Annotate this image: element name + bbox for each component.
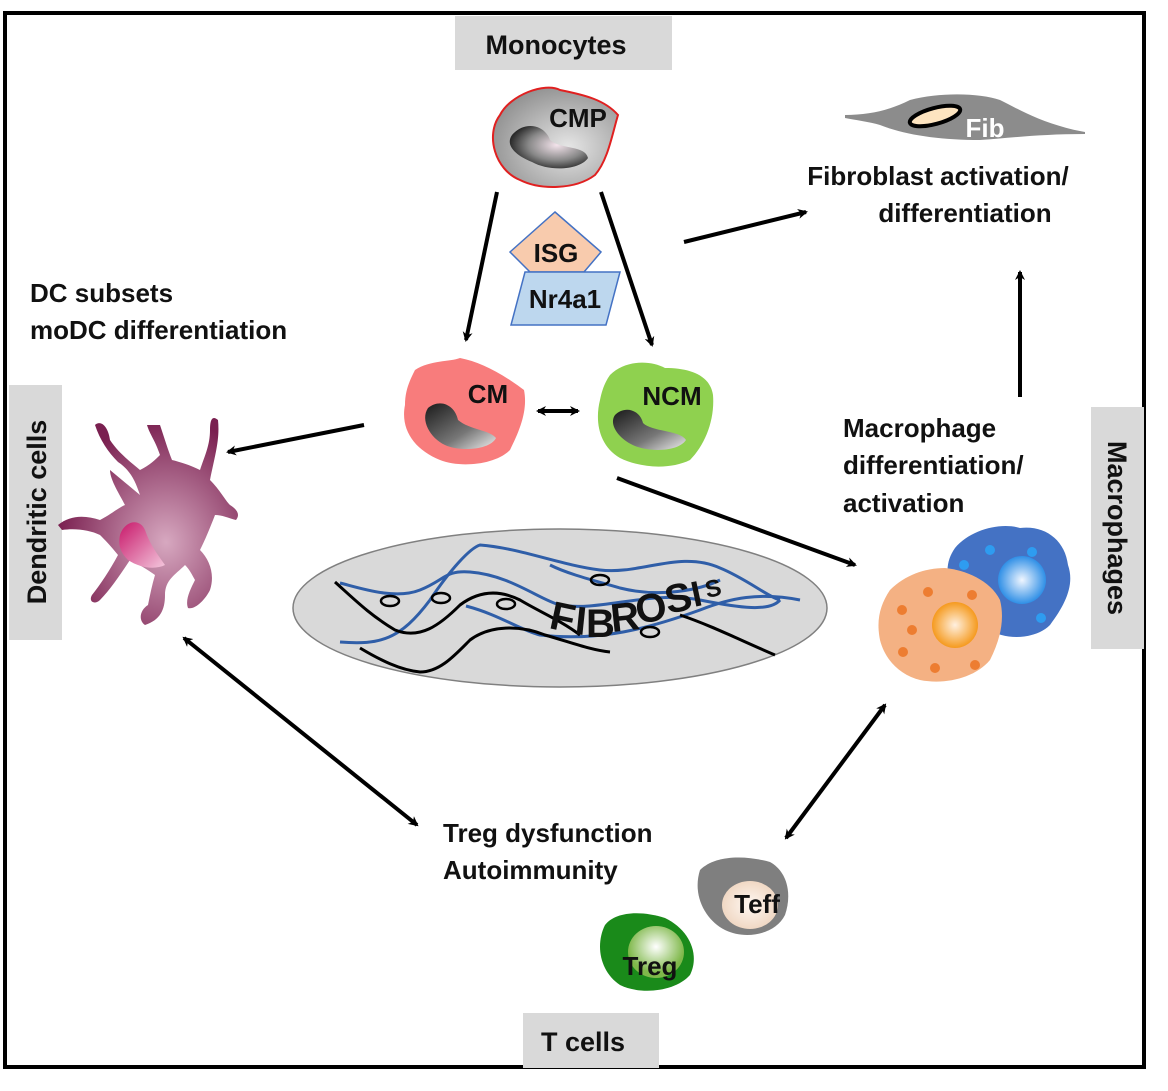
fibrosis-letter: S: [703, 574, 724, 604]
arrow-cm-to-dc: [226, 423, 365, 456]
macrophage-annotation-line3: activation: [843, 488, 964, 518]
fibroblast-cell: Fib: [845, 94, 1085, 143]
dc-annotation-line2: moDC differentiation: [30, 315, 287, 345]
teff-label: Teff: [734, 889, 780, 919]
treg-label: Treg: [623, 951, 678, 981]
fibrosis-word: F I B R O S I S: [546, 573, 724, 646]
macrophage-annotation-line1: Macrophage: [843, 413, 996, 443]
arrow-ncm-to-macrophage: [616, 476, 857, 567]
fib-label: Fib: [966, 113, 1005, 143]
dendritic-cells-label: Dendritic cells: [22, 420, 52, 605]
monocytes-label: Monocytes: [485, 30, 626, 60]
treg-cell: Treg: [600, 913, 694, 991]
cm-label: CM: [468, 379, 508, 409]
arrow-dc-tcells: [182, 636, 419, 827]
arrow-to-fibroblast: [683, 209, 808, 244]
cmp-label: CMP: [549, 103, 607, 133]
t-cells-header: T cells: [523, 1013, 659, 1068]
dc-annotation-line1: DC subsets: [30, 278, 173, 308]
arrow-cmp-to-ncm: [599, 191, 655, 347]
nr4a1-label: Nr4a1: [529, 284, 601, 314]
macrophage-annotation-line2: differentiation/: [843, 450, 1024, 480]
teff-cell: Teff: [697, 857, 789, 935]
isg-label: ISG: [534, 238, 579, 268]
fibroblast-annotation-line1: Fibroblast activation/: [807, 161, 1069, 191]
dendritic-cells-header: Dendritic cells: [9, 385, 62, 640]
fibrosis-center: F I B R O S I S: [292, 528, 828, 688]
fibrosis-letter: I: [573, 599, 589, 644]
fibrosis-letter: O: [632, 584, 670, 633]
macrophages-label: Macrophages: [1102, 441, 1132, 615]
fibrosis-letter: R: [608, 594, 641, 641]
arrows: [182, 191, 1025, 840]
tcell-annotation-line1: Treg dysfunction: [443, 818, 652, 848]
monocytes-header: Monocytes: [455, 16, 672, 70]
nr4a1-factor: Nr4a1: [510, 271, 621, 326]
tcell-annotation-line2: Autoimmunity: [443, 855, 618, 885]
isg-factor: ISG: [508, 211, 603, 273]
cm-cell: CM: [404, 358, 526, 465]
macrophages-header: Macrophages: [1091, 407, 1144, 649]
fibroblast-annotation-line2: differentiation: [878, 198, 1051, 228]
dendritic-cell: [58, 418, 238, 625]
cmp-cell: CMP: [491, 86, 620, 188]
ncm-label: NCM: [642, 381, 701, 411]
ncm-cell: NCM: [597, 362, 714, 467]
macrophage-orange: [878, 568, 1002, 682]
t-cells-label: T cells: [541, 1027, 625, 1057]
arrow-cmp-to-cm: [462, 191, 499, 342]
fibrosis-letter: B: [586, 602, 615, 646]
arrow-macrophage-tcells: [784, 703, 887, 840]
